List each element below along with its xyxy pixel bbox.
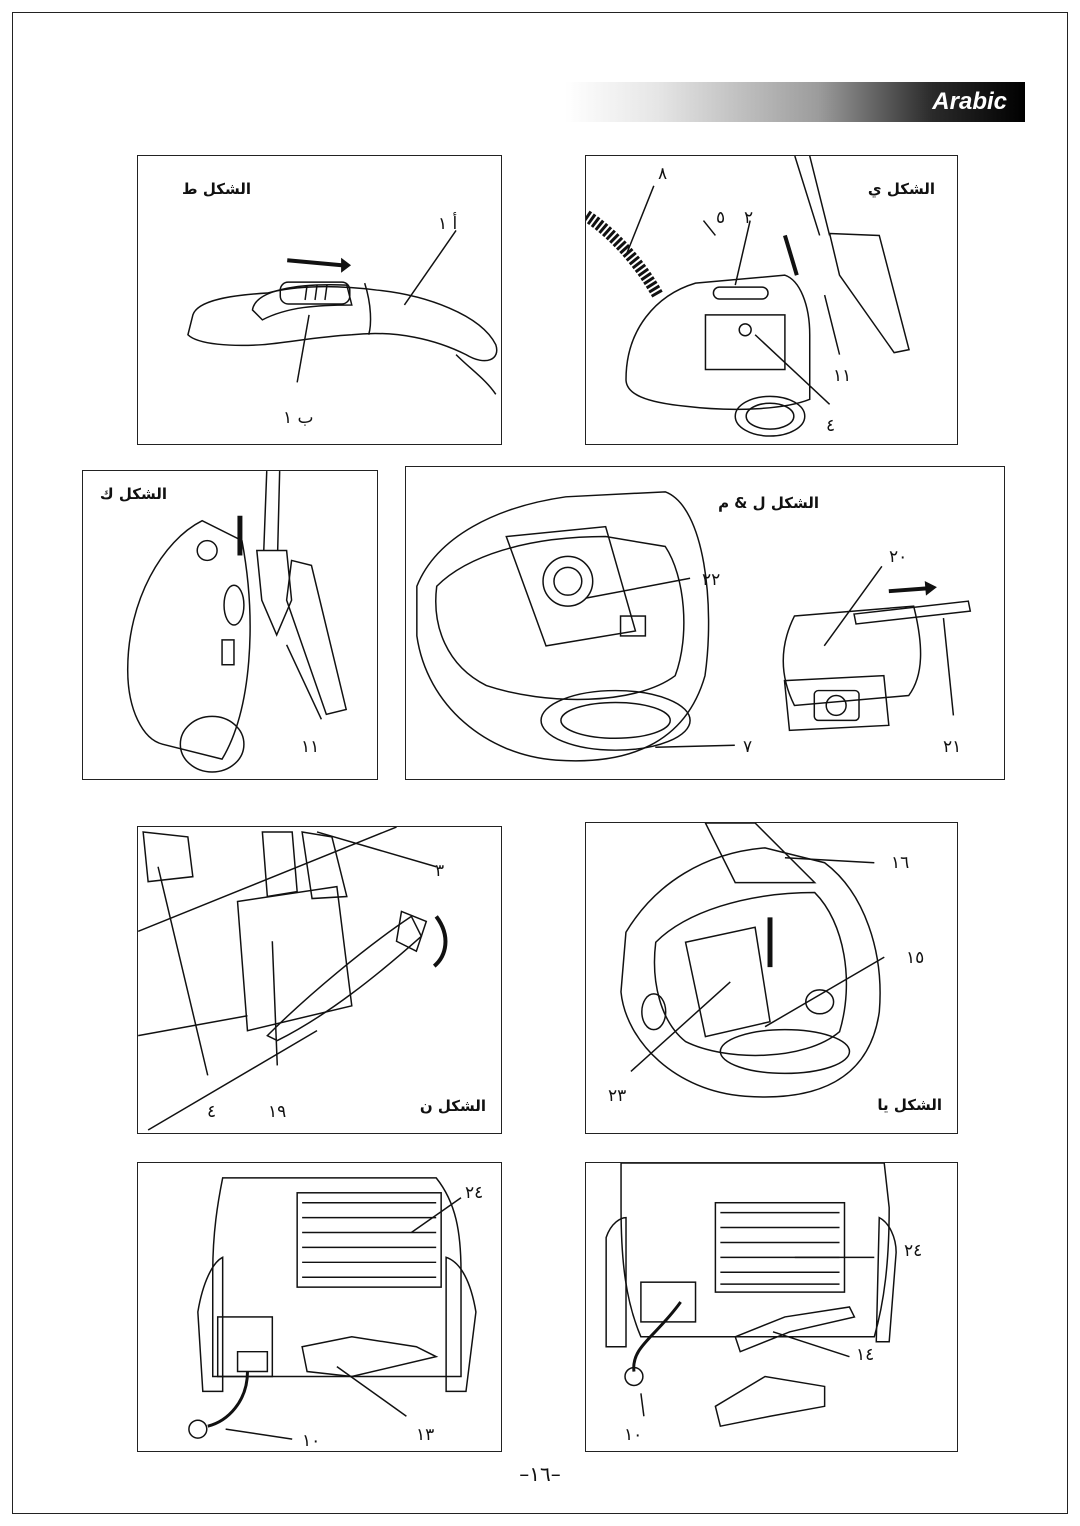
label-23: ٢٣ xyxy=(608,1086,627,1106)
label-20: ٢٠ xyxy=(889,547,908,567)
page-number: –١٦– xyxy=(519,1462,561,1486)
figure-ya-illustration xyxy=(620,823,885,1098)
label-11: ١١ xyxy=(833,366,852,386)
label-5: ٥ xyxy=(716,208,726,228)
figure-k-caption: الشكل ك xyxy=(99,485,167,503)
figure-t-caption: الشكل ط xyxy=(182,180,251,198)
figure-y-caption: الشكل ي xyxy=(867,180,935,198)
language-banner: Arabic xyxy=(565,82,1025,122)
label-24: ٢٤ xyxy=(465,1183,484,1203)
figure-y-illustration xyxy=(586,156,910,437)
label-2: ٢ xyxy=(744,208,754,228)
label-7: ٧ xyxy=(743,737,753,757)
label-10: ١٠ xyxy=(624,1425,643,1445)
figure-t-illustration xyxy=(187,230,498,395)
figure-ya-panel: ١٦ ١٥ ٢٣ الشكل يا xyxy=(585,822,958,1134)
label-15: ١٥ xyxy=(906,948,925,968)
label-4: ٤ xyxy=(207,1102,217,1122)
label-21: ٢١ xyxy=(943,737,962,757)
label-24: ٢٤ xyxy=(904,1241,923,1261)
page-border xyxy=(12,12,1068,1514)
figure-k-panel: الشكل ك ١١ xyxy=(82,470,378,780)
label-10: ١٠ xyxy=(302,1431,321,1451)
label-a1: أ ١ xyxy=(438,214,458,234)
figure-y-panel: الشكل ي ٨ ٥ ٢ ١١ ٤ xyxy=(585,155,958,445)
label-13: ١٣ xyxy=(416,1425,435,1445)
label-3: ٣ xyxy=(435,861,445,881)
figure-bl-illustration xyxy=(188,1177,477,1440)
figure-k-illustration xyxy=(126,471,348,773)
label-19: ١٩ xyxy=(268,1102,287,1122)
figure-bl-panel: ٢٤ ١٠ ١٣ xyxy=(137,1162,502,1452)
figure-lm-caption: الشكل ل & م xyxy=(718,494,819,512)
language-label: Arabic xyxy=(932,88,1007,115)
label-11: ١١ xyxy=(301,737,320,757)
label-22: ٢٢ xyxy=(702,570,721,590)
label-4: ٤ xyxy=(826,416,836,436)
figure-t-panel: الشكل ط أ ١ ب ١ xyxy=(137,155,502,445)
figure-n-panel: ٣ ٤ ١٩ الشكل ن xyxy=(137,826,502,1134)
label-8: ٨ xyxy=(658,164,668,184)
figure-br-illustration xyxy=(605,1163,897,1428)
figure-br-panel: ٢٤ ١٤ ١٠ xyxy=(585,1162,958,1452)
figure-lm-panel: الشكل ل & م ٢٢ ٧ ٢٠ ٢١ xyxy=(405,466,1005,780)
label-b1: ب ١ xyxy=(283,408,314,428)
figure-lm-illustration xyxy=(416,491,972,762)
figure-n-caption: الشكل ن xyxy=(419,1097,486,1115)
label-16: ١٦ xyxy=(891,853,910,873)
label-14: ١٤ xyxy=(856,1345,875,1365)
figure-n-illustration xyxy=(138,827,448,1131)
figure-ya-caption: الشكل يا xyxy=(877,1096,942,1114)
